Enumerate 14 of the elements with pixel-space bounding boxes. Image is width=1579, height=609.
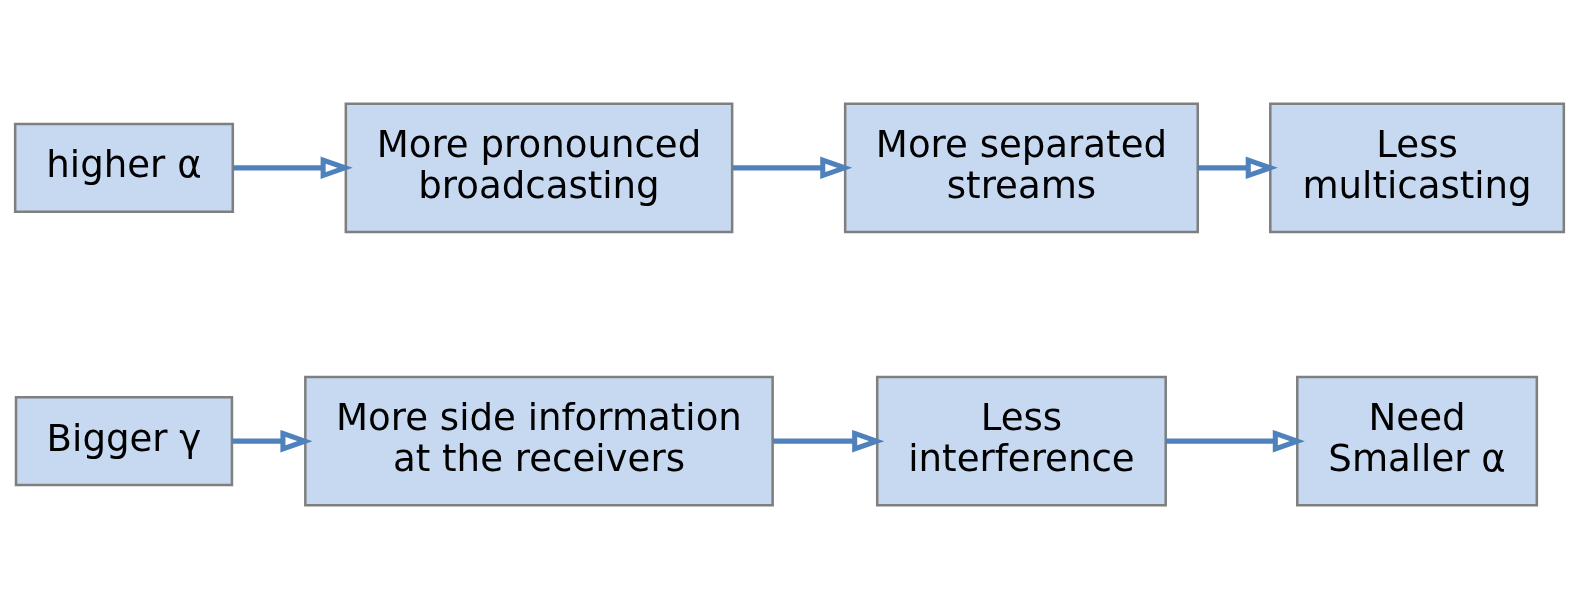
node-box: More separated streams <box>843 102 1199 234</box>
node-box: higher α <box>13 122 235 213</box>
node-box: Less multicasting <box>1269 102 1566 234</box>
node-box: Need Smaller α <box>1296 375 1539 507</box>
node-box: More pronounced broadcasting <box>344 102 734 234</box>
node-box: Less interference <box>875 375 1167 507</box>
node-box: Bigger γ <box>14 396 234 487</box>
arrow <box>1165 429 1305 453</box>
arrow <box>732 156 853 180</box>
arrow <box>1198 156 1278 180</box>
node-box: More side information at the receivers <box>304 375 774 507</box>
arrow <box>232 429 313 453</box>
arrow <box>773 429 885 453</box>
arrow <box>233 156 353 180</box>
